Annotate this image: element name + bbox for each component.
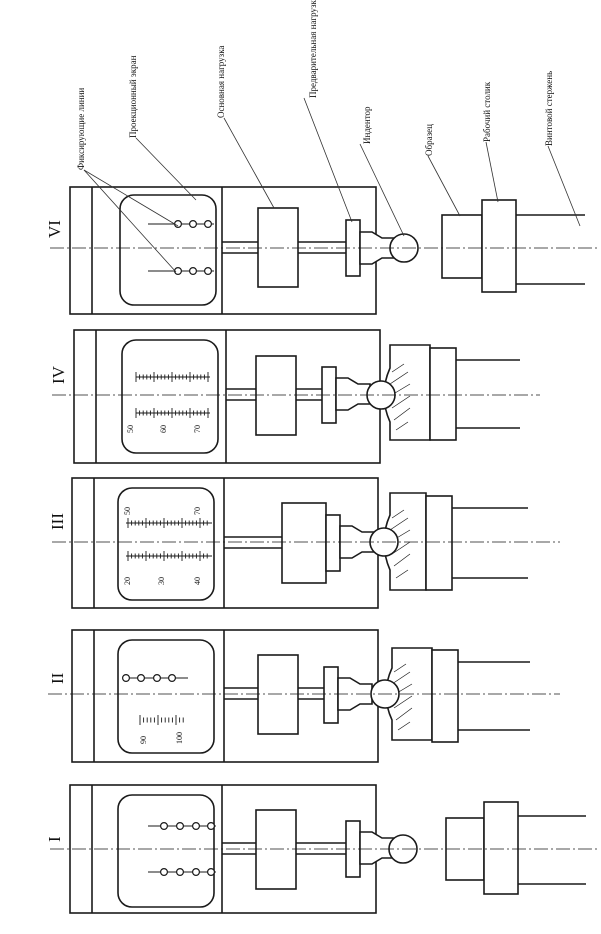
- stage-label-i: I: [45, 836, 64, 842]
- stage-iii-scale-30: 30: [157, 577, 166, 585]
- label-main-load: Основная нагрузка: [216, 46, 226, 118]
- stage-iv-main-load: [255, 355, 297, 436]
- stage-ii-work-table: [431, 649, 459, 743]
- label-fixing-lines: Фиксирующие линии: [76, 88, 86, 170]
- callout-leaders: [83, 97, 581, 273]
- stage-vi-screen: [119, 194, 217, 306]
- stage-i-main-load: [255, 809, 297, 890]
- stage-label-iv: IV: [49, 365, 68, 384]
- stage-label-iii: III: [48, 513, 67, 530]
- stage-vi-housing: [69, 186, 377, 315]
- stage-vi-work-table: [481, 199, 517, 293]
- label-work-table: Рабочий столик: [482, 81, 492, 142]
- stage-i-screen: [117, 794, 215, 908]
- stage-iii-scale-50: 50: [123, 507, 132, 515]
- stage-iii-scale-40: 40: [193, 577, 202, 585]
- stage-i-work-table: [483, 801, 519, 895]
- stage-ii-screen: [117, 639, 215, 754]
- stage-iii-preload: [325, 514, 341, 572]
- stage-ii-main-load: [257, 654, 299, 735]
- stage-iv: 50 60 70: [52, 329, 540, 464]
- stage-iii-scale-70: 70: [193, 507, 202, 515]
- stage-iii-scale-20: 20: [123, 577, 132, 585]
- stage-iv-scale-70: 70: [193, 425, 202, 433]
- stage-i: [50, 784, 598, 914]
- label-specimen: Образец: [424, 124, 434, 156]
- stage-vi: [50, 186, 598, 315]
- stage-label-vi: VI: [45, 220, 64, 238]
- stage-iv-work-table: [429, 347, 457, 441]
- stage-ii-scale-90: 90: [139, 736, 148, 744]
- stage-iii: 20 30 40 50 70: [52, 477, 560, 609]
- stage-iv-screen: [121, 339, 219, 454]
- stage-iii-screen: [117, 487, 215, 601]
- label-preload: Предварительная нагрузка: [308, 0, 318, 98]
- stage-iv-scale-60: 60: [159, 425, 168, 433]
- stage-iv-scale-50: 50: [126, 425, 135, 433]
- stage-ii-preload: [323, 666, 339, 724]
- label-screw-rod: Винтовой стержень: [544, 71, 554, 146]
- label-projection-screen: Проекционный экран: [128, 55, 138, 138]
- stage-iii-main-load: [281, 502, 327, 584]
- stage-vi-specimen: [441, 214, 483, 279]
- stage-iii-work-table: [425, 495, 453, 591]
- stage-ii: 90 100: [48, 629, 560, 763]
- stage-vi-main-load: [257, 207, 299, 288]
- stage-ii-scale-100: 100: [175, 732, 184, 744]
- label-indenter: Индентор: [362, 106, 372, 144]
- stage-label-ii: II: [48, 672, 67, 684]
